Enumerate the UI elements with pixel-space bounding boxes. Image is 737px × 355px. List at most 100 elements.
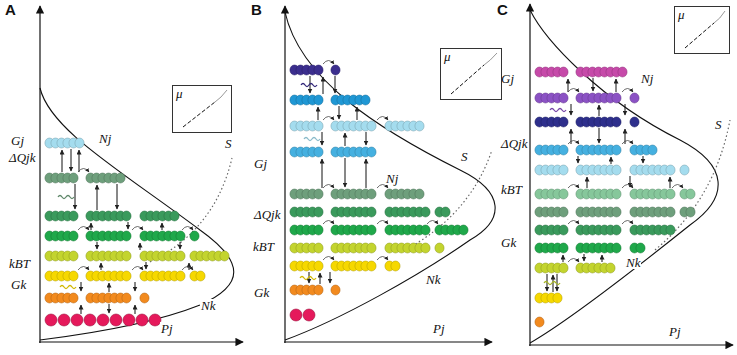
exchange-arrow — [323, 185, 334, 189]
energy-level — [290, 117, 424, 132]
transition-arrow — [593, 78, 594, 91]
bead — [666, 207, 675, 217]
inset-plot: μ — [674, 6, 730, 54]
bead — [666, 165, 675, 175]
energy-level — [535, 293, 562, 303]
axis-label: Nk — [425, 273, 441, 286]
transition-arrow — [322, 159, 323, 188]
bead — [618, 67, 627, 77]
bead — [69, 211, 78, 221]
exchange-arrow — [568, 259, 579, 263]
particle — [290, 309, 302, 321]
inset-label: μ — [444, 50, 451, 63]
transition-arrow — [366, 159, 367, 188]
y-axis — [284, 6, 285, 343]
bead — [190, 231, 199, 241]
bead — [116, 173, 125, 183]
energy-levels — [45, 61, 695, 328]
transition-arrow — [557, 274, 558, 291]
distribution-curves — [40, 10, 718, 343]
bead — [176, 231, 185, 241]
bead — [69, 173, 78, 183]
exchange-arrow — [672, 185, 683, 189]
bead — [314, 147, 323, 157]
axis-label: Nj — [640, 72, 654, 85]
bead — [612, 93, 621, 103]
bead — [367, 189, 376, 199]
bead — [331, 65, 340, 75]
energy-level — [535, 259, 615, 274]
inset-label: μ — [678, 8, 685, 21]
bead — [666, 189, 675, 199]
bead — [331, 285, 340, 295]
bead — [612, 225, 621, 235]
exchange-arrow — [622, 221, 633, 225]
bead — [367, 147, 376, 157]
transition-arrow — [616, 79, 617, 92]
axis-label: Gk — [10, 278, 27, 291]
exchange-arrow — [622, 89, 633, 93]
exchange-arrow — [377, 185, 388, 189]
bead — [686, 189, 695, 199]
exchange-arrow — [132, 267, 143, 271]
bead — [612, 145, 621, 155]
energy-level — [535, 207, 695, 217]
bead — [314, 65, 323, 75]
bead — [314, 189, 323, 199]
inset-label: μ — [176, 87, 183, 100]
energy-level — [535, 221, 675, 236]
energy-level — [535, 67, 627, 77]
bead — [612, 117, 621, 127]
energy-level — [45, 251, 229, 261]
panel-letter: A — [4, 2, 17, 17]
transition-arrow — [128, 222, 129, 229]
transition-arrow — [357, 107, 358, 120]
bead — [612, 207, 621, 217]
energy-level — [290, 257, 400, 272]
transition-arrow — [323, 77, 324, 94]
energy-level — [45, 293, 149, 303]
axis-label: S — [714, 118, 723, 131]
bead — [75, 138, 84, 148]
exchange-arrow — [622, 185, 633, 189]
entropy-curves — [150, 120, 730, 262]
exchange-arrow — [568, 141, 579, 145]
bead — [441, 207, 450, 217]
transition-arrow — [611, 157, 612, 164]
y-axis — [39, 6, 40, 343]
bead — [559, 189, 568, 199]
transition-arrow — [109, 304, 110, 313]
bead — [367, 207, 376, 217]
bead — [314, 225, 323, 235]
dashed-trend — [685, 23, 714, 48]
photon-wave — [300, 277, 316, 280]
bead — [122, 271, 131, 281]
energy-level — [290, 185, 424, 200]
bead — [630, 93, 639, 103]
trend-extension — [215, 90, 227, 102]
inset-plot: μ — [440, 48, 502, 100]
axis-label: Nk — [625, 256, 641, 269]
photon-wave — [304, 138, 320, 141]
entropy-curve — [655, 120, 730, 250]
axis-label: Pj — [160, 322, 174, 335]
exchange-arrow — [78, 169, 89, 173]
bead — [559, 243, 568, 253]
bead — [680, 165, 689, 175]
bead — [612, 165, 621, 175]
distribution-curve — [530, 10, 718, 343]
transition-arrow — [339, 106, 340, 119]
transition-arrow — [97, 185, 98, 210]
axis-label: kBT — [252, 240, 275, 253]
transition-arrow — [584, 254, 585, 261]
transition-arrow — [571, 104, 572, 115]
bead — [314, 285, 323, 295]
transition-arrow — [71, 149, 72, 171]
exchange-arrow — [568, 89, 579, 93]
transition-arrow — [109, 283, 110, 292]
energy-level — [45, 267, 205, 282]
inset-plot: μ — [172, 85, 232, 133]
axis-label: Nj — [98, 132, 112, 145]
energy-level — [45, 169, 125, 184]
